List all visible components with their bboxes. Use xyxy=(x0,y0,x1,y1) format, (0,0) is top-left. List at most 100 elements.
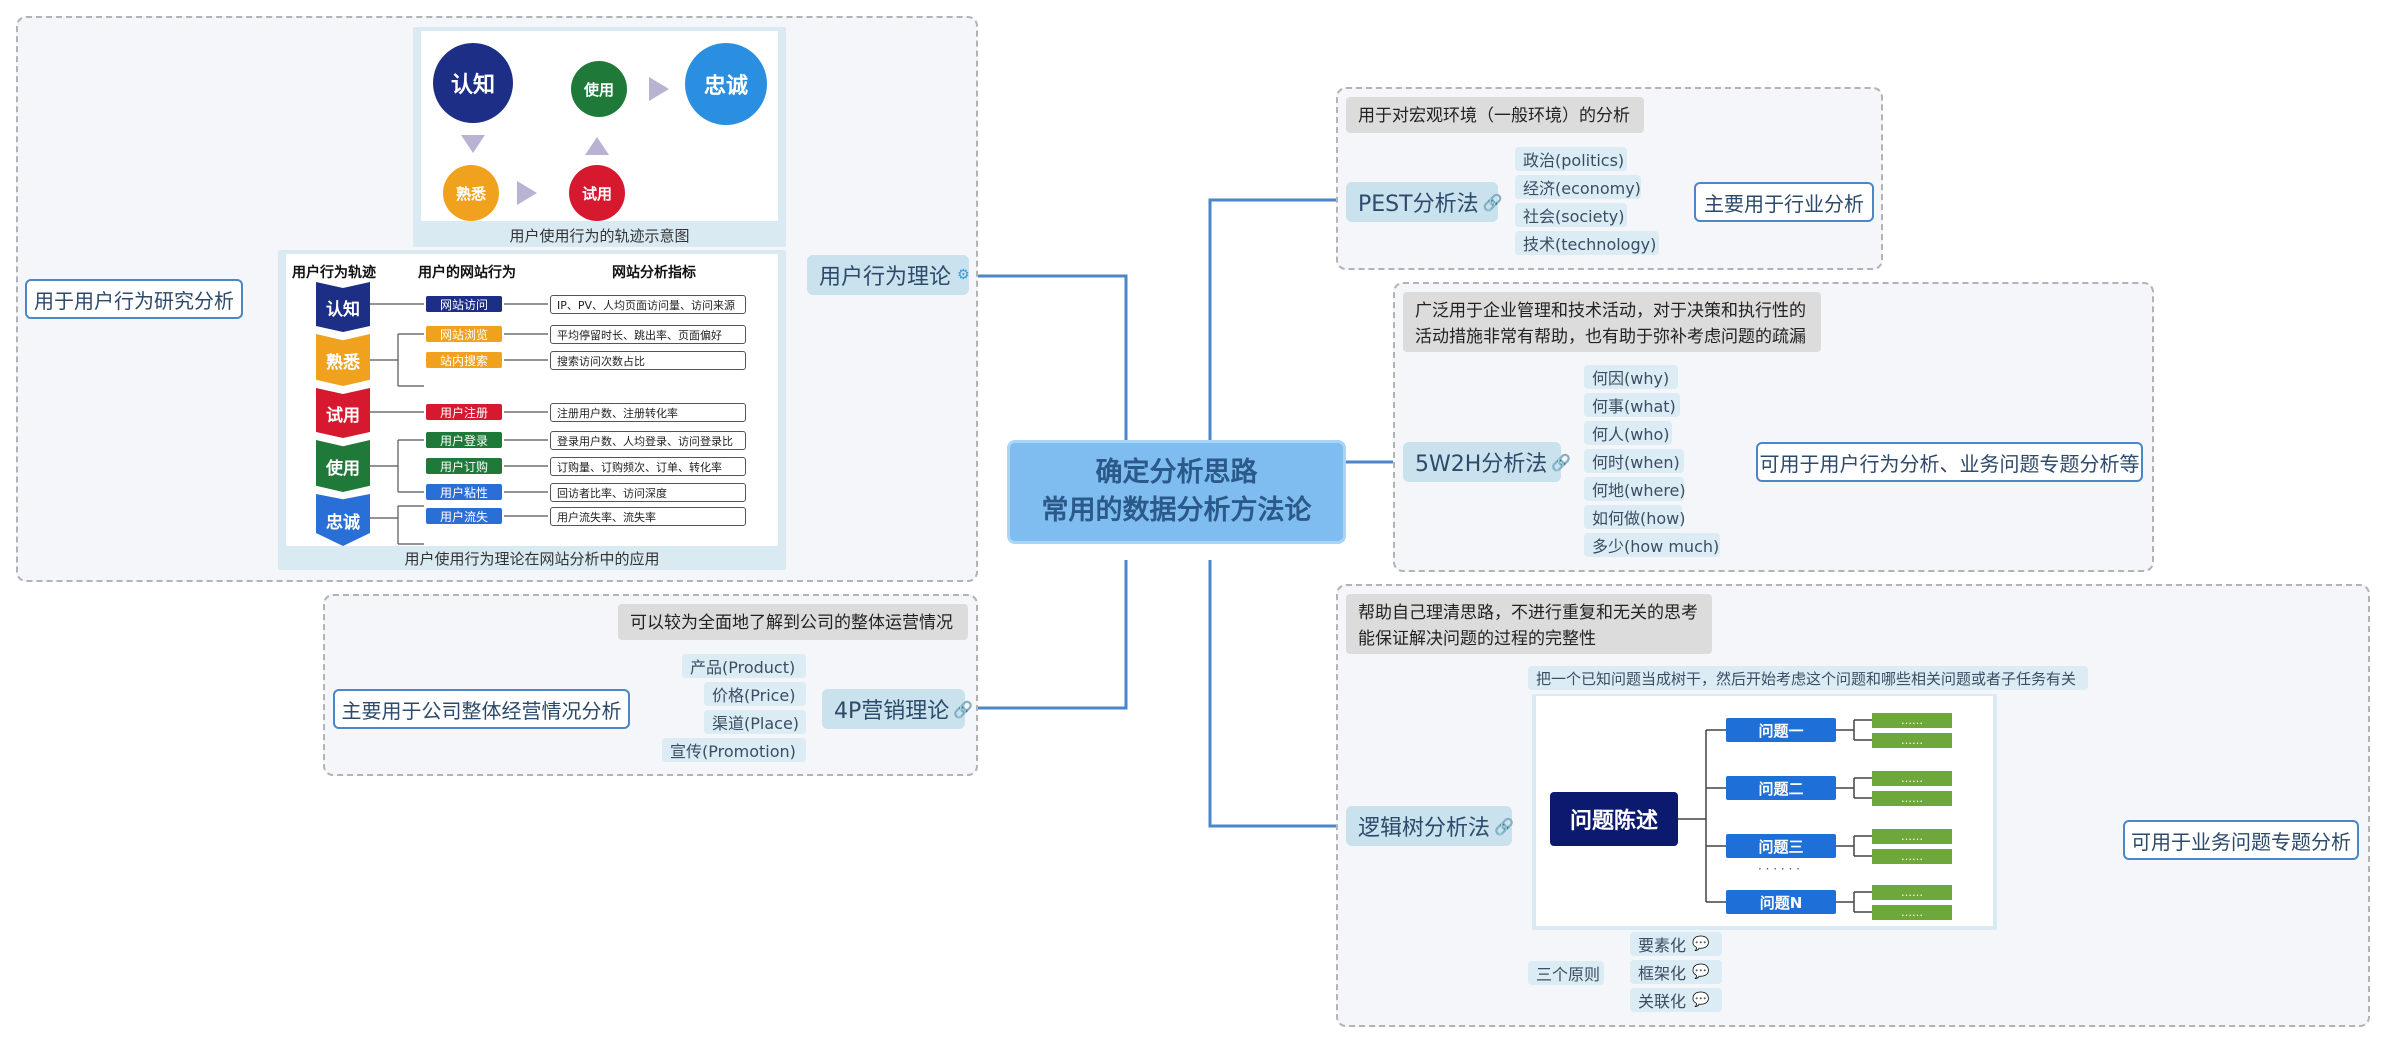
user-behavior-summary-label: 用于用户行为研究分析 xyxy=(34,288,234,313)
logic-tree-summary-label: 可用于业务问题专题分析 xyxy=(2131,829,2351,854)
marketing-4p-summary-label: 主要用于公司整体经营情况分析 xyxy=(341,698,622,723)
pest-topic-label: PEST分析法 xyxy=(1358,192,1479,217)
question-n: 问题N xyxy=(1726,890,1836,914)
logic-tree-callout-line-2: 能保证解决问题的过程的完整性 xyxy=(1358,629,1596,649)
w5h2-summary-label: 可用于用户行为分析、业务问题专题分析等 xyxy=(1759,451,2140,476)
leaf-1b: …… xyxy=(1872,733,1952,748)
link-icon[interactable]: 🔗 xyxy=(1482,192,1503,212)
link-icon[interactable]: 🔗 xyxy=(1494,816,1514,836)
pest-item-society[interactable]: 社会(society) xyxy=(1515,203,1627,227)
w5h2-item-what[interactable]: 何事(what) xyxy=(1584,393,1680,417)
header-site-behavior: 用户的网站行为 xyxy=(418,265,516,281)
pest-topic[interactable]: PEST分析法 🔗 xyxy=(1346,182,1503,222)
stage-use: 使用 xyxy=(316,440,370,492)
leaf-na: …… xyxy=(1872,885,1952,900)
principle-framework[interactable]: 框架化 💬 xyxy=(1630,960,1722,984)
w5h2-summary[interactable]: 可用于用户行为分析、业务问题专题分析等 xyxy=(1756,442,2143,482)
action-visit: 网站访问 xyxy=(426,296,502,312)
action-order: 用户订购 xyxy=(426,458,502,474)
circle-awareness: 认知 xyxy=(433,43,513,123)
behavior-trajectory-image: 认知 使用 忠诚 熟悉 试用 用户使用行为的轨迹示意图 xyxy=(413,27,786,247)
action-stickiness: 用户粘性 xyxy=(426,484,502,500)
leaf-1a: …… xyxy=(1872,713,1952,728)
principle-elements[interactable]: 要素化 💬 xyxy=(1630,932,1722,956)
comment-icon[interactable]: 💬 xyxy=(1692,936,1710,952)
w5h2-topic[interactable]: 5W2H分析法 🔗 xyxy=(1403,442,1571,482)
principle-elements-label: 要素化 xyxy=(1638,936,1687,955)
leaf-nb: …… xyxy=(1872,905,1952,920)
w5h2-item-why[interactable]: 何因(why) xyxy=(1584,365,1678,389)
w5h2-callout-line-1: 广泛用于企业管理和技术活动，对于决策和执行性的 xyxy=(1415,301,1806,321)
w5h2-callout-line-2: 活动措施非常有帮助，也有助于弥补考虑问题的疏漏 xyxy=(1415,327,1806,347)
marketing-item-place[interactable]: 渠道(Place) xyxy=(704,710,806,734)
principles-label[interactable]: 三个原则 xyxy=(1528,961,1604,985)
marketing-item-product[interactable]: 产品(Product) xyxy=(682,654,806,678)
stage-loyalty: 忠诚 xyxy=(316,494,370,546)
metric-search: 搜索访问次数占比 xyxy=(550,351,746,370)
logic-tree-topic[interactable]: 逻辑树分析法 🔗 xyxy=(1346,806,1514,846)
marketing-4p-topic-label: 4P营销理论 xyxy=(834,699,950,724)
circle-use: 使用 xyxy=(571,61,627,117)
leaf-2b: …… xyxy=(1872,791,1952,806)
principle-framework-label: 框架化 xyxy=(1638,964,1687,983)
w5h2-item-where[interactable]: 何地(where) xyxy=(1584,477,1686,501)
circle-trial: 试用 xyxy=(569,165,625,221)
question-1: 问题一 xyxy=(1726,718,1836,742)
w5h2-item-how-much[interactable]: 多少(how much) xyxy=(1584,533,1720,557)
pest-item-economy[interactable]: 经济(economy) xyxy=(1515,175,1641,199)
metric-churn: 用户流失率、流失率 xyxy=(550,507,746,526)
leaf-2a: …… xyxy=(1872,771,1952,786)
stage-awareness: 认知 xyxy=(316,282,370,332)
central-line-1: 确定分析思路 xyxy=(1095,457,1258,488)
website-caption: 用户使用行为理论在网站分析中的应用 xyxy=(404,550,660,568)
logic-tree-desc[interactable]: 把一个已知问题当成树干，然后开始考虑这个问题和哪些相关问题或者子任务有关 xyxy=(1528,666,2088,690)
header-track: 用户行为轨迹 xyxy=(292,265,376,281)
pest-callout: 用于对宏观环境（一般环境）的分析 xyxy=(1346,97,1644,133)
stage-familiar: 熟悉 xyxy=(316,334,370,386)
logic-tree-callout-line-1: 帮助自己理清思路，不进行重复和无关的思考 xyxy=(1358,603,1698,623)
leaf-3b: …… xyxy=(1872,849,1952,864)
central-topic[interactable]: 确定分析思路 常用的数据分析方法论 xyxy=(1007,440,1346,544)
logic-tree-branches xyxy=(1678,719,1872,913)
website-table-canvas: 用户行为轨迹 用户的网站行为 网站分析指标 认知 熟悉 试用 使用 忠诚 网站访… xyxy=(286,254,778,546)
logic-tree-topic-label: 逻辑树分析法 xyxy=(1358,816,1491,841)
problem-statement: 问题陈述 xyxy=(1550,792,1678,846)
principle-association[interactable]: 关联化 💬 xyxy=(1630,988,1722,1012)
marketing-item-price[interactable]: 价格(Price) xyxy=(704,682,806,706)
question-ellipsis: · · · · · · xyxy=(1758,862,1800,876)
w5h2-item-how[interactable]: 如何做(how) xyxy=(1584,505,1686,529)
trajectory-canvas: 认知 使用 忠诚 熟悉 试用 xyxy=(421,31,778,221)
w5h2-item-when[interactable]: 何时(when) xyxy=(1584,449,1684,473)
user-behavior-topic[interactable]: 用户行为理论 ⚙ xyxy=(807,255,970,295)
logic-tree-image: 问题陈述 问题一 问题二 问题三 · · · · · · 问题N …… …… …… xyxy=(1532,694,1997,930)
gear-icon[interactable]: ⚙ xyxy=(957,267,970,283)
trajectory-caption: 用户使用行为的轨迹示意图 xyxy=(509,227,690,245)
pest-summary[interactable]: 主要用于行业分析 xyxy=(1694,182,1874,222)
behavior-website-image: 用户行为轨迹 用户的网站行为 网站分析指标 认知 熟悉 试用 使用 忠诚 网站访… xyxy=(278,250,786,570)
stage-trial: 试用 xyxy=(316,388,370,438)
action-browse: 网站浏览 xyxy=(426,326,502,342)
header-metrics: 网站分析指标 xyxy=(612,265,696,281)
marketing-item-promotion[interactable]: 宣传(Promotion) xyxy=(662,738,806,762)
link-icon[interactable]: 🔗 xyxy=(953,699,974,719)
marketing-4p-topic[interactable]: 4P营销理论 🔗 xyxy=(822,689,973,729)
w5h2-item-who[interactable]: 何人(who) xyxy=(1584,421,1672,445)
logic-tree-canvas: 问题陈述 问题一 问题二 问题三 · · · · · · 问题N …… …… …… xyxy=(1536,696,1993,926)
user-behavior-summary[interactable]: 用于用户行为研究分析 xyxy=(25,279,243,319)
trajectory-arrows xyxy=(461,77,669,205)
action-search: 站内搜索 xyxy=(426,352,502,368)
logic-tree-callout: 帮助自己理清思路，不进行重复和无关的思考 能保证解决问题的过程的完整性 xyxy=(1346,594,1712,654)
pest-item-technology[interactable]: 技术(technology) xyxy=(1515,231,1659,255)
comment-icon[interactable]: 💬 xyxy=(1692,992,1710,1008)
action-churn: 用户流失 xyxy=(426,508,502,524)
marketing-4p-summary[interactable]: 主要用于公司整体经营情况分析 xyxy=(333,689,630,729)
principle-association-label: 关联化 xyxy=(1638,992,1687,1011)
pest-item-politics[interactable]: 政治(politics) xyxy=(1515,147,1627,171)
comment-icon[interactable]: 💬 xyxy=(1692,964,1710,980)
link-icon[interactable]: 🔗 xyxy=(1551,452,1572,472)
metric-login: 登录用户数、人均登录、访问登录比 xyxy=(550,431,746,450)
logic-tree-summary[interactable]: 可用于业务问题专题分析 xyxy=(2123,820,2359,860)
leaf-3a: …… xyxy=(1872,829,1952,844)
metric-order: 订购量、订购频次、订单、转化率 xyxy=(550,457,746,476)
circle-loyalty: 忠诚 xyxy=(685,43,767,125)
